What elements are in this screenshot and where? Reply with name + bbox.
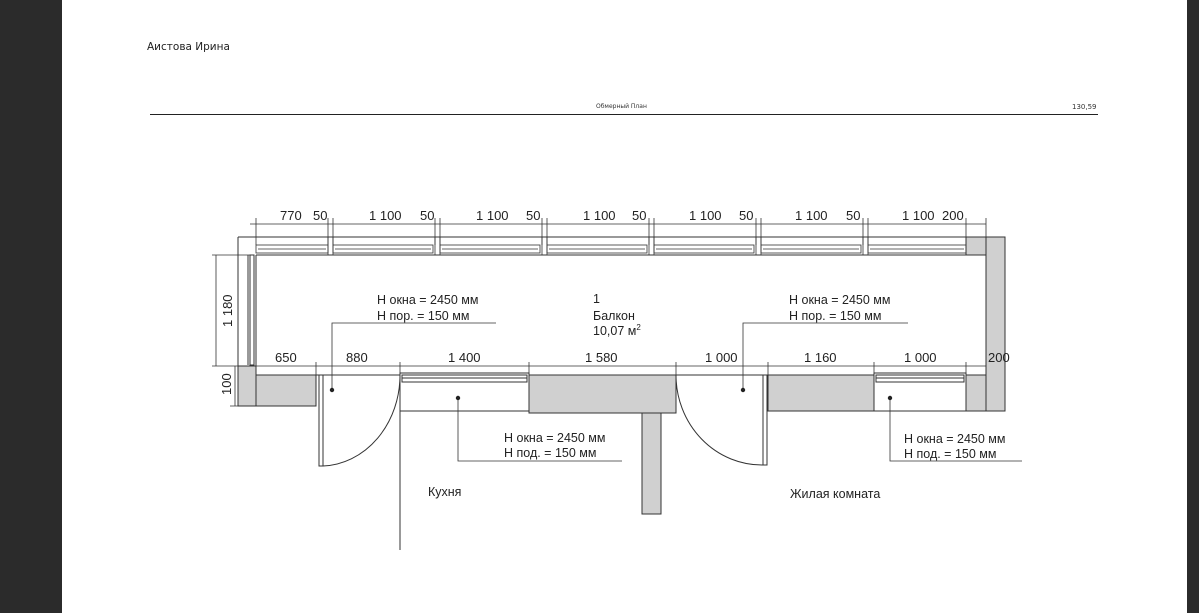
dim-bottom-8: 200 [988, 350, 1010, 365]
top-right-corner [965, 236, 987, 256]
balcony-outline [237, 236, 986, 376]
leader-lines [331, 322, 1022, 462]
right-balcony-wall [985, 236, 1006, 412]
left-door-swing [322, 374, 401, 467]
living-window-height: Н окна = 2450 мм [904, 432, 1006, 446]
window-left-height: Н окна = 2450 мм [377, 293, 479, 307]
dim-top-5: 1 100 [476, 208, 509, 223]
dim-top-3: 1 100 [369, 208, 402, 223]
kitchen-window-height: Н окна = 2450 мм [504, 431, 606, 445]
kitchen-window [399, 372, 530, 412]
wall-right-pier [965, 374, 987, 412]
wall-center-segment [528, 374, 677, 414]
dim-bottom-4: 1 580 [585, 350, 618, 365]
dim-top-14: 200 [942, 208, 964, 223]
dim-top-9: 1 100 [689, 208, 722, 223]
dim-bottom-7: 1 000 [904, 350, 937, 365]
room-number: 1 [593, 292, 600, 306]
window-left-sill: Н пор. = 150 мм [377, 309, 469, 323]
dim-top-10: 50 [739, 208, 753, 223]
wall-center-partition [641, 412, 662, 515]
living-window [873, 372, 967, 412]
dim-top-2: 50 [313, 208, 327, 223]
left-wall-stub [237, 365, 257, 407]
dim-bottom-6: 1 160 [804, 350, 837, 365]
sheet-number: 130,59 [1072, 103, 1097, 111]
top-dimension-labels: 770 50 1 100 50 1 100 50 1 100 50 1 100 … [280, 208, 964, 223]
dim-top-12: 50 [846, 208, 860, 223]
living-window-sill: Н под. = 150 мм [904, 447, 996, 461]
sheet-title: Обмерный План [596, 103, 647, 110]
dim-bottom-2: 880 [346, 350, 368, 365]
dim-top-11: 1 100 [795, 208, 828, 223]
right-door-leaf [762, 374, 768, 466]
dim-bottom-3: 1 400 [448, 350, 481, 365]
dim-left-height: 1 180 [220, 294, 235, 327]
leader-dots [329, 387, 893, 401]
dim-top-8: 50 [632, 208, 646, 223]
room-name: Балкон [593, 309, 635, 323]
living-room-label: Жилая комната [790, 487, 880, 501]
wall-right-segment [767, 374, 875, 412]
right-door-swing [675, 374, 764, 466]
window-right-sill: Н пор. = 150 мм [789, 309, 881, 323]
dim-bottom-5: 1 000 [705, 350, 738, 365]
room-area: 10,07 м2 [593, 323, 641, 338]
dim-bottom-1: 650 [275, 350, 297, 365]
dim-top-13: 1 100 [902, 208, 935, 223]
bottom-dimension-labels: 650 880 1 400 1 580 1 000 1 160 1 000 20… [275, 350, 1010, 365]
dim-top-1: 770 [280, 208, 302, 223]
dim-left-wall: 100 [219, 373, 234, 395]
room-label: 1 Балкон 10,07 м2 [593, 292, 641, 338]
top-dimension-chain [250, 218, 987, 245]
balcony-glazing [255, 237, 967, 255]
kitchen-window-sill: Н под. = 150 мм [504, 446, 596, 460]
window-right-height: Н окна = 2450 мм [789, 293, 891, 307]
left-dimension [212, 254, 256, 407]
kitchen-label: Кухня [428, 485, 461, 499]
wall-left-segment [255, 374, 317, 407]
doors [318, 374, 768, 550]
dim-top-4: 50 [420, 208, 434, 223]
bottom-dimension-chain [256, 362, 986, 375]
wall-windows [399, 372, 967, 412]
dim-top-7: 1 100 [583, 208, 616, 223]
left-door-leaf [318, 374, 324, 467]
author-name: Аистова Ирина [147, 41, 230, 53]
title-rule [150, 114, 1098, 115]
dim-top-6: 50 [526, 208, 540, 223]
annotations: Н окна = 2450 мм Н пор. = 150 мм Н окна … [377, 293, 1006, 461]
